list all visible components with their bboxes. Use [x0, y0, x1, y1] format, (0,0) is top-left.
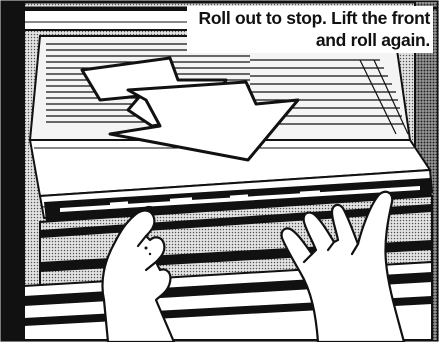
instruction-caption: Roll out to stop. Lift the front and rol…: [187, 6, 433, 53]
